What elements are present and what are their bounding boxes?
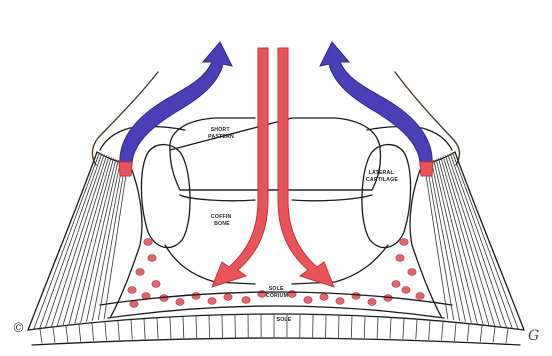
short-pastern-bone	[170, 118, 381, 190]
label-lateral-cartilage: LATERAL CARTILAGE	[366, 170, 398, 183]
hoof-wall-right	[410, 152, 524, 330]
laminar-outline	[100, 127, 452, 150]
venous-flow-right	[320, 42, 433, 176]
coffin-bone	[165, 195, 388, 284]
label-sole: SOLE	[277, 317, 292, 323]
hoof-wall-left	[28, 152, 142, 330]
label-coffin-bone: COFFIN BONE	[211, 214, 233, 227]
label-short-pastern: SHORT PASTERN	[208, 127, 234, 140]
venous-flow-left	[119, 42, 232, 176]
artery-left	[212, 48, 268, 287]
artery-right	[278, 48, 334, 287]
label-sole-corium: SOLE CORIUM	[266, 286, 288, 299]
copyright-mark: ©	[12, 321, 25, 336]
artist-initials: G	[528, 328, 539, 344]
arterial-flow-arrows	[212, 48, 334, 287]
